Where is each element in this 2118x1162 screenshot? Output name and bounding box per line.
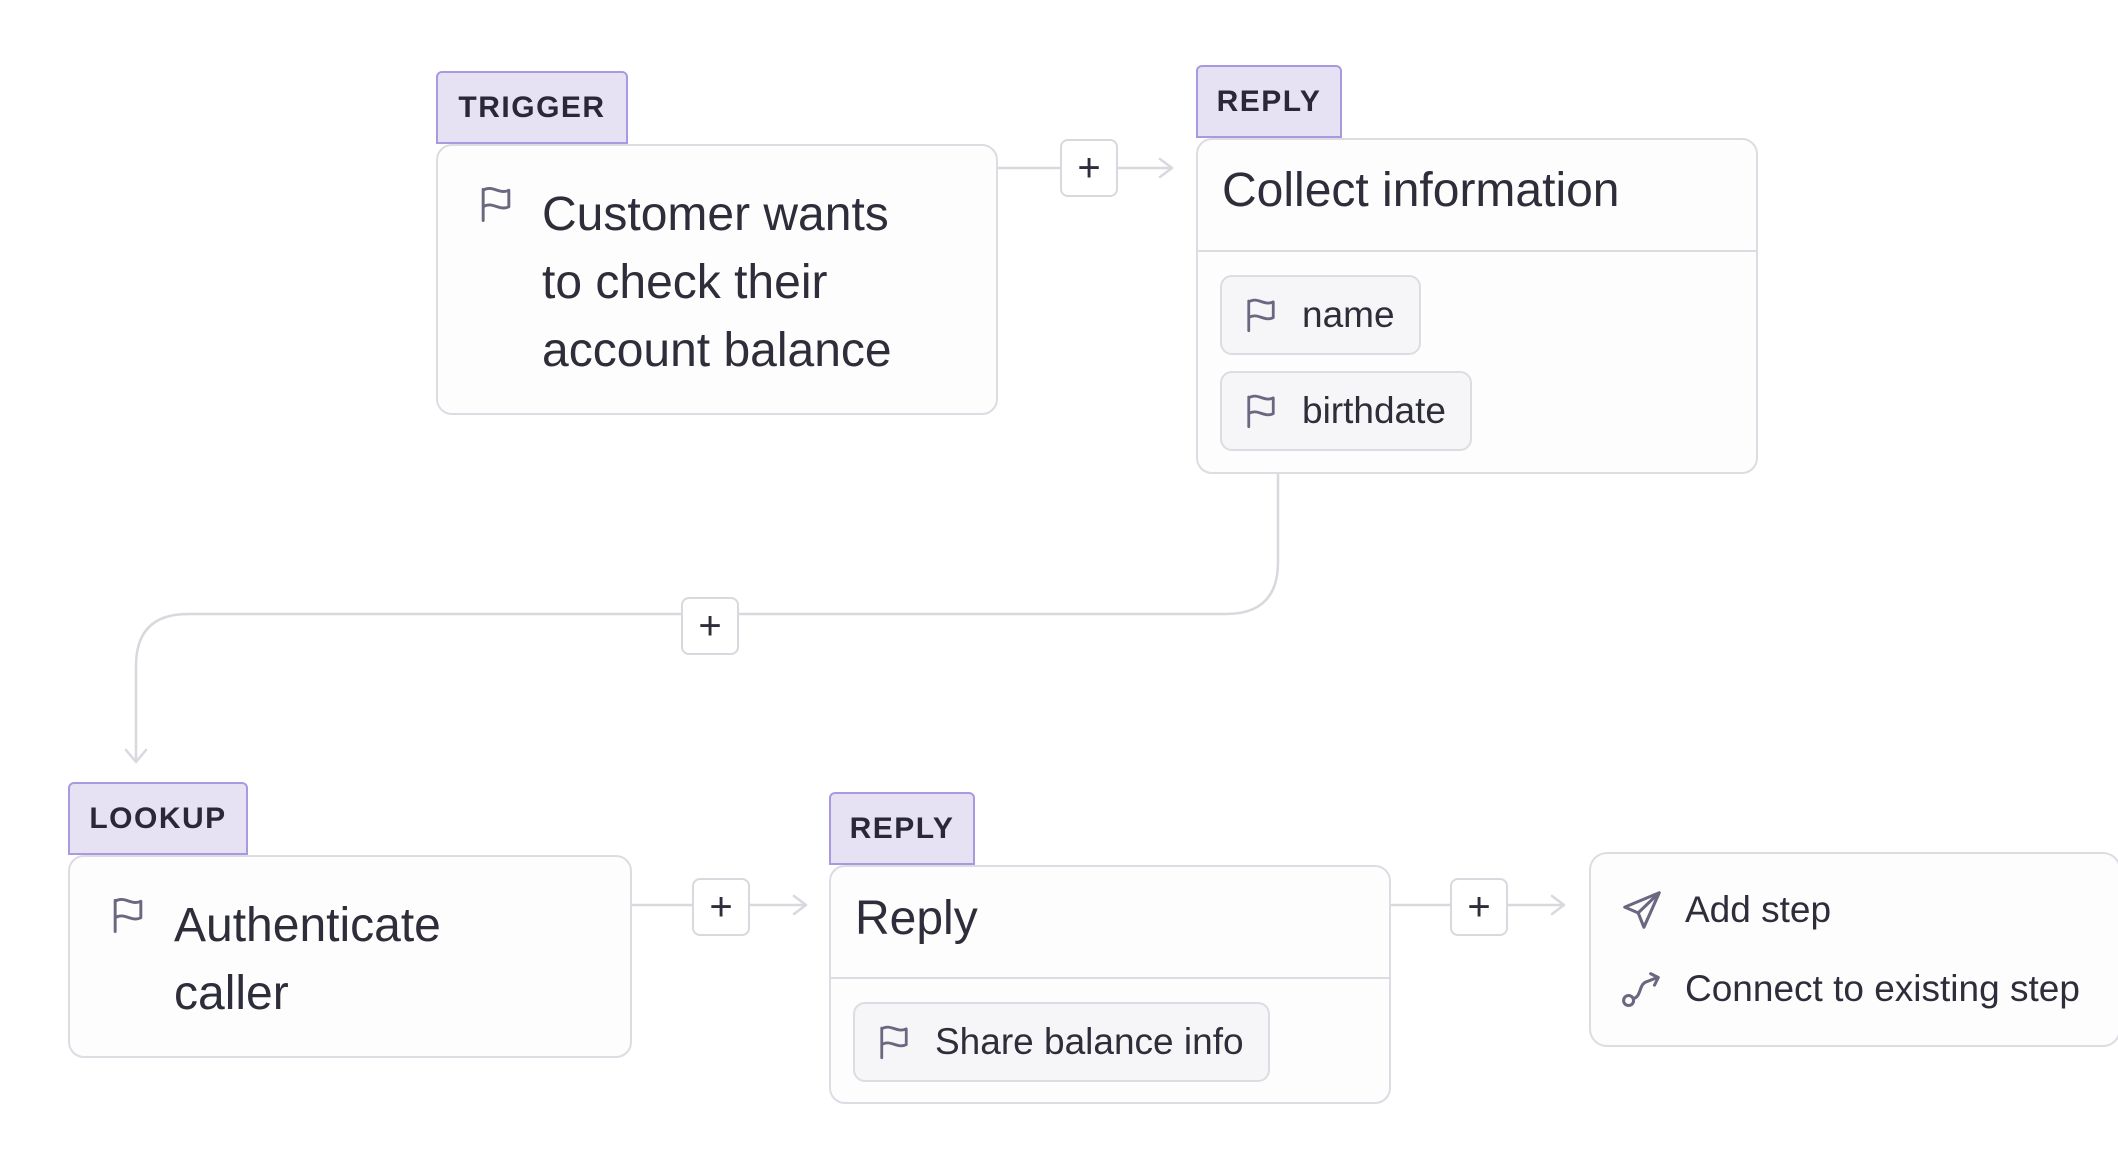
add-step-button[interactable]: + (692, 878, 750, 936)
flag-icon (113, 897, 143, 933)
flag-icon (1247, 298, 1275, 333)
add-step-button[interactable]: + (1060, 139, 1118, 197)
flag-icon (1247, 394, 1275, 429)
trigger-line-1: Customer wants (542, 188, 889, 241)
chip-birthdate[interactable]: birthdate (1220, 371, 1472, 451)
reply-title: Reply (855, 892, 978, 945)
collect-title: Collect information (1222, 164, 1620, 217)
menu-item-connect-existing[interactable]: Connect to existing step (1619, 966, 2080, 1012)
arrowhead-collect-lookup (124, 748, 148, 764)
lookup-card[interactable]: Authenticate caller (68, 855, 632, 1058)
trigger-card[interactable]: Customer wants to check their account ba… (436, 144, 998, 415)
chip-share-balance-info[interactable]: Share balance info (853, 1002, 1270, 1082)
collect-tag: REPLY (1196, 65, 1342, 138)
trigger-tag: TRIGGER (436, 71, 628, 144)
trigger-line-3: account balance (542, 324, 892, 377)
lookup-tag: LOOKUP (68, 782, 248, 855)
arrowhead-reply-menu (1550, 894, 1566, 916)
flag-icon (880, 1025, 908, 1060)
arrowhead-lookup-reply (792, 894, 808, 916)
trigger-line-2: to check their (542, 256, 828, 309)
arrowhead-trigger-collect (1158, 157, 1174, 179)
connect-icon (1622, 972, 1660, 1008)
chip-label: name (1302, 294, 1395, 335)
collect-card[interactable]: Collect information name birthdate (1196, 138, 1758, 474)
add-step-button[interactable]: + (1450, 878, 1508, 936)
flag-icon (481, 186, 511, 222)
collect-divider (1198, 250, 1756, 252)
lookup-line-2: caller (174, 967, 289, 1020)
add-step-button[interactable]: + (681, 597, 739, 655)
menu-item-label: Connect to existing step (1685, 968, 2080, 1009)
reply-card[interactable]: Reply Share balance info (829, 865, 1391, 1104)
chip-name[interactable]: name (1220, 275, 1421, 355)
send-icon (1623, 891, 1661, 929)
lookup-line-1: Authenticate (174, 899, 441, 952)
menu-item-label: Add step (1685, 889, 1832, 930)
add-step-menu: Add step Connect to existing step (1589, 852, 2118, 1047)
menu-item-add-step[interactable]: Add step (1619, 887, 1831, 933)
chip-label: birthdate (1302, 390, 1446, 431)
reply-divider (831, 977, 1389, 979)
reply-tag: REPLY (829, 792, 975, 865)
chip-label: Share balance info (935, 1021, 1244, 1062)
